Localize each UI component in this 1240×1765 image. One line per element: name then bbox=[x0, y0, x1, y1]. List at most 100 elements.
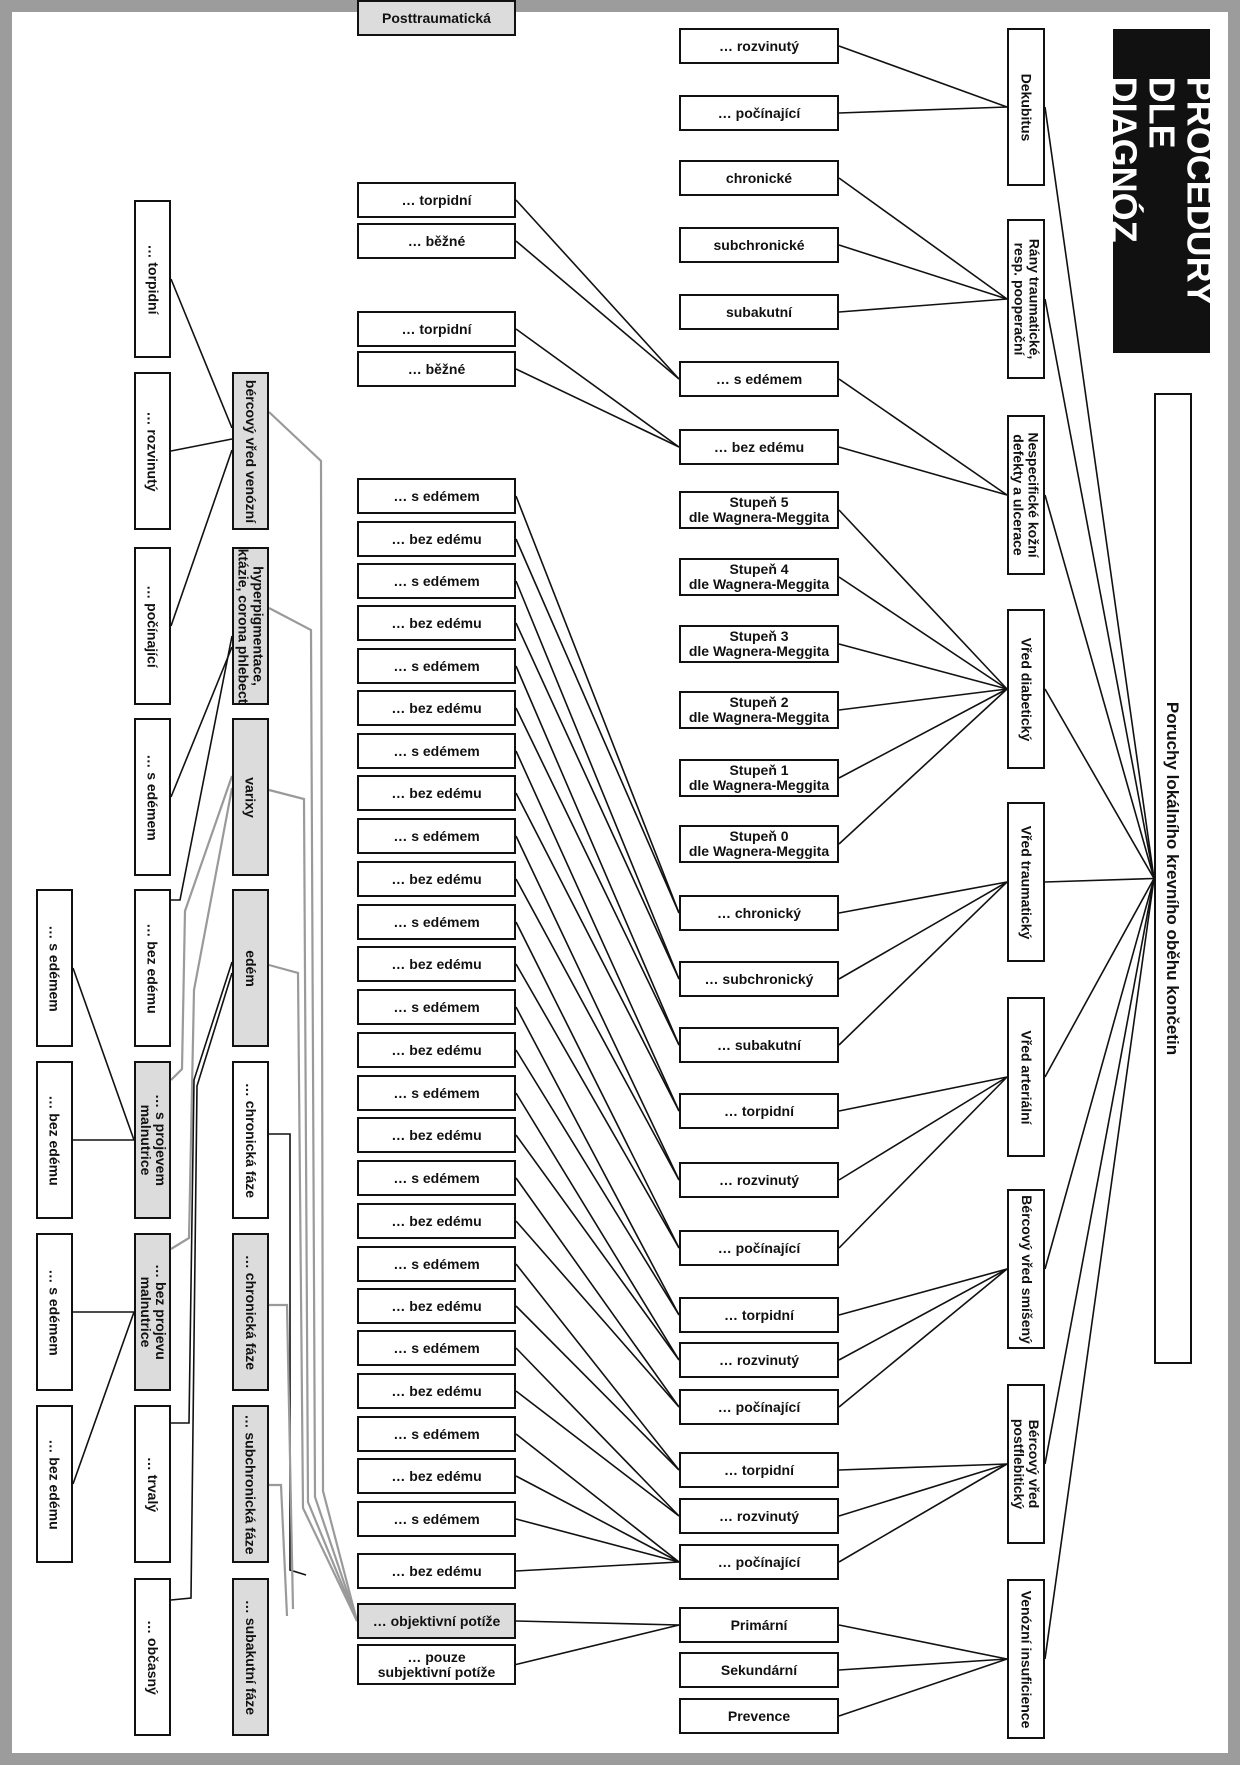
stage-node[interactable]: … trvalý bbox=[134, 1405, 171, 1563]
qualifier-node[interactable]: … bez edému bbox=[357, 690, 516, 726]
subtype-node[interactable]: … torpidní bbox=[679, 1452, 839, 1488]
connector bbox=[838, 576, 1008, 690]
diagnosis-node[interactable]: Vřed diabetický bbox=[1007, 609, 1045, 769]
qualifier-node[interactable]: … bez edému bbox=[357, 775, 516, 811]
edema-node[interactable]: … bez edému bbox=[36, 1061, 73, 1219]
subtype-node[interactable]: … s edémem bbox=[679, 361, 839, 397]
subtype-node[interactable]: … rozvinutý bbox=[679, 1498, 839, 1534]
qualifier-node[interactable]: … bez edému bbox=[357, 1373, 516, 1409]
symptom-node[interactable]: … subakutní fáze bbox=[232, 1578, 269, 1736]
edema-node[interactable]: … s edémem bbox=[36, 889, 73, 1047]
diagnosis-node[interactable]: Rány traumatické, resp. pooperační bbox=[1007, 219, 1045, 379]
gray-connector bbox=[268, 963, 358, 1622]
qualifier-node[interactable]: … bez edému bbox=[357, 521, 516, 557]
qualifier-node[interactable]: … bez edému bbox=[357, 1553, 516, 1589]
qualifier-node[interactable]: … bez edému bbox=[357, 1032, 516, 1068]
subtype-node[interactable]: … počínající bbox=[679, 1230, 839, 1266]
subtype-node[interactable]: … počínající bbox=[679, 95, 839, 131]
subtype-node[interactable]: … počínající bbox=[679, 1544, 839, 1580]
qualifier-node[interactable]: … s edémem bbox=[357, 648, 516, 684]
qualifier-node[interactable]: … s edémem bbox=[357, 1501, 516, 1537]
qualifier-node[interactable]: … s edémem bbox=[357, 1330, 516, 1366]
qualifier-node[interactable]: … objektivní potíže bbox=[357, 1603, 516, 1639]
diagnosis-node[interactable]: Nespecifické kožní defekty a ulcerace bbox=[1007, 415, 1045, 575]
qualifier-node[interactable]: … s edémem bbox=[357, 1416, 516, 1452]
subtype-node[interactable]: … subakutní bbox=[679, 1027, 839, 1063]
stage-node[interactable]: … bez edému bbox=[134, 889, 171, 1047]
qualifier-node[interactable]: … bez edému bbox=[357, 1458, 516, 1494]
symptom-node[interactable]: … subchronická fáze bbox=[232, 1405, 269, 1563]
qualifier-node[interactable]: … pouze subjektivní potíže bbox=[357, 1644, 516, 1685]
subtype-node[interactable]: Primární bbox=[679, 1607, 839, 1643]
diagnosis-node[interactable]: Dekubitus bbox=[1007, 28, 1045, 186]
subtype-node[interactable]: … torpidní bbox=[679, 1093, 839, 1129]
connector bbox=[515, 707, 680, 1046]
subtype-node[interactable]: Sekundární bbox=[679, 1652, 839, 1688]
qualifier-node[interactable]: … bez edému bbox=[357, 1117, 516, 1153]
qualifier-node[interactable]: … bez edému bbox=[357, 946, 516, 982]
qualifier-node[interactable]: … torpidní bbox=[357, 182, 516, 218]
subtype-node-label: Stupeň 4 dle Wagnera-Meggita bbox=[688, 561, 830, 592]
diagnosis-node[interactable]: Venózní insuficience bbox=[1007, 1579, 1045, 1739]
subtype-node[interactable]: Stupeň 2 dle Wagnera-Meggita bbox=[679, 691, 839, 729]
symptom-node[interactable]: bércový vřed venózní bbox=[232, 372, 269, 530]
qualifier-node[interactable]: … s edémem bbox=[357, 989, 516, 1025]
diagnosis-node[interactable]: Bércový vřed postflebitický bbox=[1007, 1384, 1045, 1544]
stage-node-label: … bez edému bbox=[145, 922, 161, 1014]
stage-node[interactable]: … torpidní bbox=[134, 200, 171, 358]
qualifier-node[interactable]: … s edémem bbox=[357, 1160, 516, 1196]
subtype-node[interactable]: … počínající bbox=[679, 1389, 839, 1425]
qualifier-node[interactable]: Posttraumatická bbox=[357, 0, 516, 36]
qualifier-node[interactable]: … s edémem bbox=[357, 478, 516, 514]
diagnosis-node[interactable]: Bércový vřed smíšený bbox=[1007, 1189, 1045, 1349]
stage-node[interactable]: … občasný bbox=[134, 1578, 171, 1736]
qualifier-node[interactable]: … bez edému bbox=[357, 1203, 516, 1239]
qualifier-node[interactable]: … běžné bbox=[357, 223, 516, 259]
diagnosis-node[interactable]: Vřed arteriální bbox=[1007, 997, 1045, 1157]
subtype-node[interactable]: Stupeň 4 dle Wagnera-Meggita bbox=[679, 558, 839, 596]
stage-node[interactable]: … rozvinutý bbox=[134, 372, 171, 530]
subtype-node[interactable]: … subchronický bbox=[679, 961, 839, 997]
qualifier-node[interactable]: … bez edému bbox=[357, 861, 516, 897]
symptom-node[interactable]: edém bbox=[232, 889, 269, 1047]
qualifier-node[interactable]: … s edémem bbox=[357, 1246, 516, 1282]
root-node[interactable]: Poruchy lokálního krevního oběhu končeti… bbox=[1154, 393, 1192, 1364]
subtype-node[interactable]: chronické bbox=[679, 160, 839, 196]
qualifier-node[interactable]: … běžné bbox=[357, 351, 516, 387]
qualifier-node[interactable]: … s edémem bbox=[357, 733, 516, 769]
subtype-node[interactable]: subakutní bbox=[679, 294, 839, 330]
stage-node[interactable]: … počínající bbox=[134, 547, 171, 705]
qualifier-node[interactable]: … s edémem bbox=[357, 904, 516, 940]
stage-node[interactable]: … s edémem bbox=[134, 718, 171, 876]
symptom-node[interactable]: … chronická fáze bbox=[232, 1233, 269, 1391]
subtype-node[interactable]: … chronický bbox=[679, 895, 839, 931]
stage-node[interactable]: … bez projevu malnutrice bbox=[134, 1233, 171, 1391]
qualifier-node[interactable]: … s edémem bbox=[357, 563, 516, 599]
qualifier-node[interactable]: … s edémem bbox=[357, 818, 516, 854]
qualifier-node[interactable]: … bez edému bbox=[357, 1288, 516, 1324]
subtype-node[interactable]: subchronické bbox=[679, 227, 839, 263]
edema-node[interactable]: … bez edému bbox=[36, 1405, 73, 1563]
subtype-node[interactable]: … bez edému bbox=[679, 429, 839, 465]
connector bbox=[170, 972, 233, 1601]
subtype-node[interactable]: Stupeň 3 dle Wagnera-Meggita bbox=[679, 625, 839, 663]
symptom-node[interactable]: varixy bbox=[232, 718, 269, 876]
stage-node-label: … rozvinutý bbox=[145, 410, 161, 492]
symptom-node[interactable]: hyperpigmentace, venektázie, corona phle… bbox=[232, 547, 269, 705]
stage-node[interactable]: … s projevem malnutrice bbox=[134, 1061, 171, 1219]
subtype-node-label: … počínající bbox=[717, 1553, 801, 1570]
diagnosis-node[interactable]: Vřed traumatický bbox=[1007, 802, 1045, 962]
qualifier-node[interactable]: … bez edému bbox=[357, 605, 516, 641]
edema-node[interactable]: … s edémem bbox=[36, 1233, 73, 1391]
qualifier-node[interactable]: … torpidní bbox=[357, 311, 516, 347]
subtype-node[interactable]: Stupeň 0 dle Wagnera-Meggita bbox=[679, 825, 839, 863]
subtype-node[interactable]: Stupeň 1 dle Wagnera-Meggita bbox=[679, 759, 839, 797]
qualifier-node[interactable]: … s edémem bbox=[357, 1075, 516, 1111]
subtype-node[interactable]: … rozvinutý bbox=[679, 1162, 839, 1198]
symptom-node[interactable]: … chronická fáze bbox=[232, 1061, 269, 1219]
subtype-node[interactable]: Stupeň 5 dle Wagnera-Meggita bbox=[679, 491, 839, 529]
subtype-node[interactable]: … rozvinutý bbox=[679, 1342, 839, 1378]
subtype-node[interactable]: … rozvinutý bbox=[679, 28, 839, 64]
subtype-node[interactable]: … torpidní bbox=[679, 1297, 839, 1333]
subtype-node[interactable]: Prevence bbox=[679, 1698, 839, 1734]
